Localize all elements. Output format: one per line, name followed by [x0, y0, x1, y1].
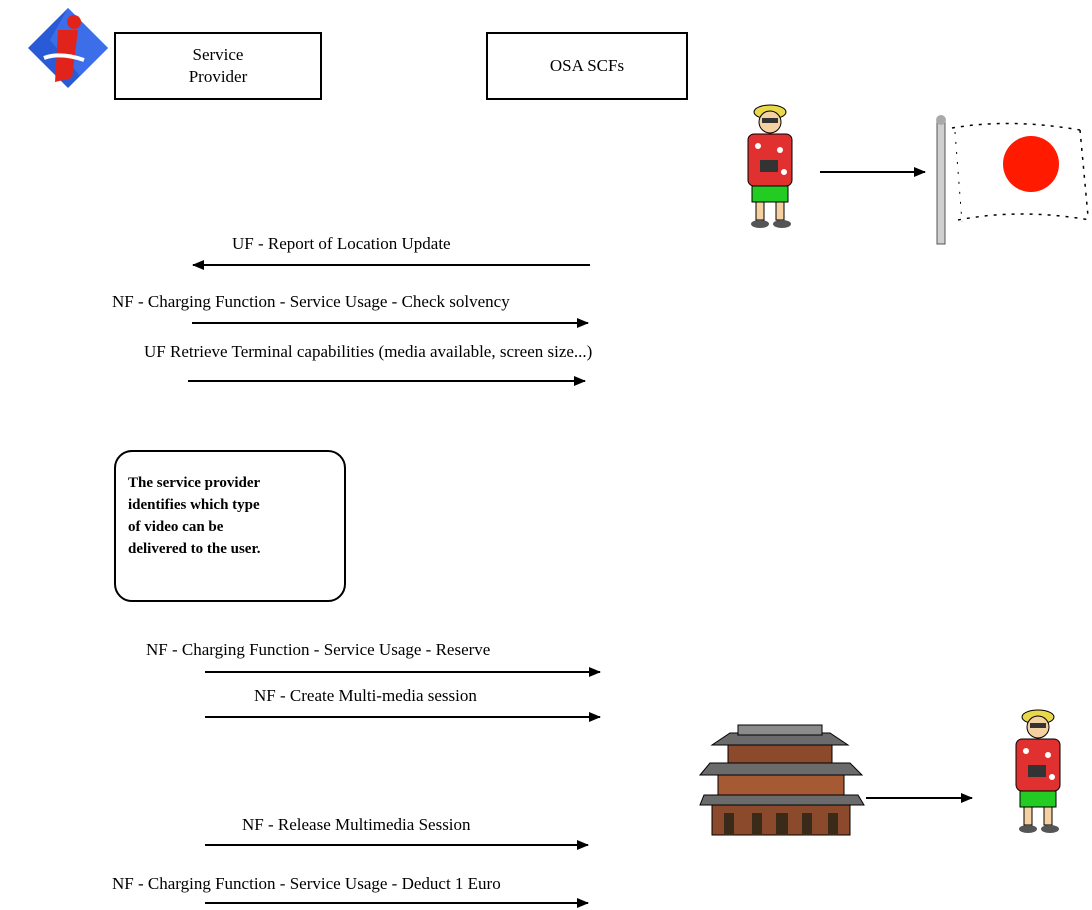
note-line: delivered to the user. — [128, 541, 261, 557]
service-provider-box: Service Provider — [114, 32, 322, 100]
service-provider-line1: Service — [192, 45, 244, 64]
service-provider-line2: Provider — [188, 67, 248, 86]
note-line: identifies which type — [128, 497, 260, 513]
message-deduct: NF - Charging Function - Service Usage -… — [112, 874, 501, 893]
message-report-location: UF - Report of Location Update — [232, 234, 451, 253]
note-line: The service provider — [128, 475, 261, 491]
message-release-session: NF - Release Multimedia Session — [242, 815, 471, 834]
message-check-solvency: NF - Charging Function - Service Usage -… — [112, 292, 510, 311]
note-callout: The service provider identifies which ty… — [114, 450, 346, 602]
message-retrieve-terminal: UF Retrieve Terminal capabilities (media… — [144, 342, 593, 361]
note-line: of video can be — [128, 519, 224, 535]
osa-scfs-label: OSA SCFs — [549, 56, 625, 75]
message-create-session: NF - Create Multi-media session — [254, 686, 477, 705]
osa-scfs-box: OSA SCFs — [486, 32, 688, 100]
message-reserve: NF - Charging Function - Service Usage -… — [146, 640, 491, 659]
